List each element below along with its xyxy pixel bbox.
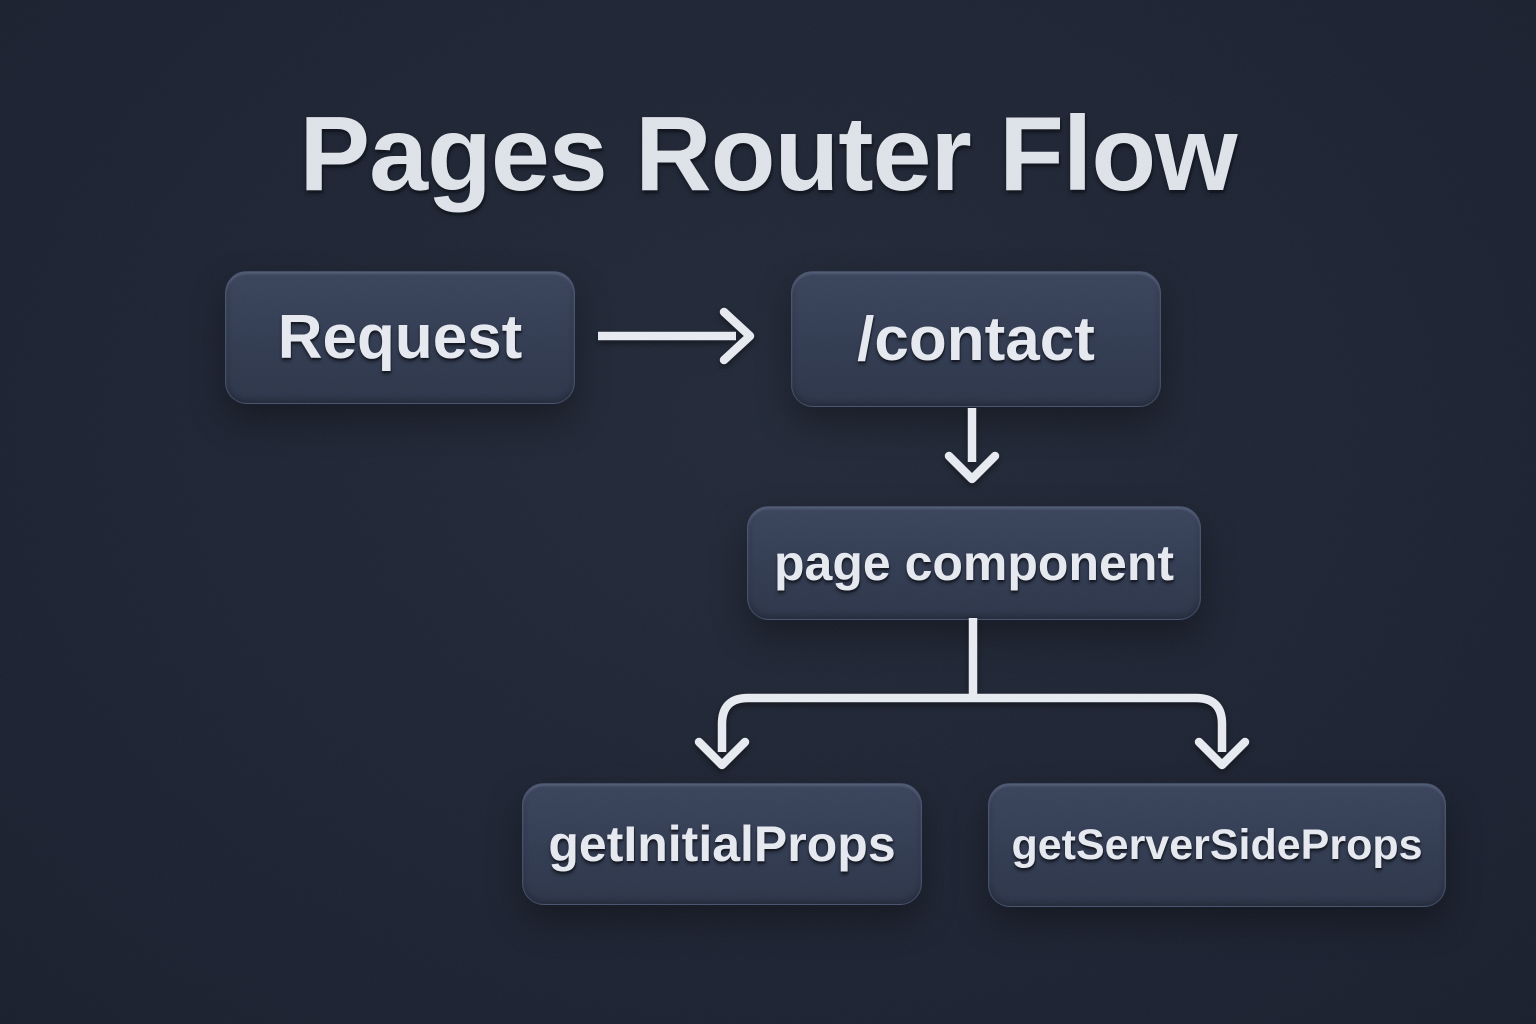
diagram-title: Pages Router Flow — [299, 95, 1237, 213]
node-page-component: page component — [747, 506, 1201, 620]
node-get-initial-props: getInitialProps — [522, 783, 922, 905]
branch-connector — [694, 618, 1250, 770]
arrow-down-right-icon — [1194, 737, 1250, 770]
node-get-server-side-props: getServerSideProps — [988, 783, 1446, 907]
arrow-down-left-icon — [694, 737, 750, 770]
node-contact: /contact — [791, 271, 1161, 407]
node-request: Request — [225, 271, 575, 404]
arrow-down-icon — [944, 408, 1000, 484]
arrow-right-icon — [598, 307, 755, 365]
